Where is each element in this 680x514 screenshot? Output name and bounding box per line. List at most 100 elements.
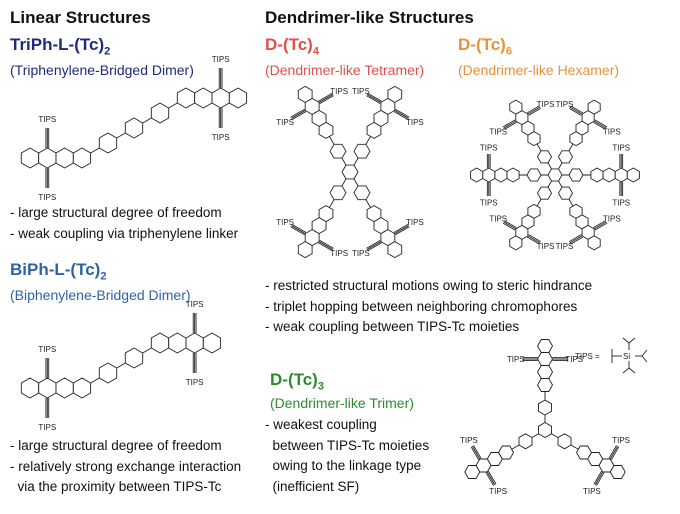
dendrimer-heading: Dendrimer-like Structures xyxy=(265,8,474,27)
triple-bond xyxy=(485,472,494,486)
bullet: (inefficient SF) xyxy=(265,478,360,494)
d3-bullets: - weakest coupling between TIPS-Tc moiet… xyxy=(265,415,429,497)
bond xyxy=(641,349,648,357)
benzene-ring xyxy=(185,332,204,354)
benzene-ring xyxy=(509,235,523,251)
triple-bond xyxy=(528,234,541,243)
benzene-ring xyxy=(536,365,554,379)
triph-name: TriPh-L-(Tc)2 xyxy=(10,35,110,57)
triple-bond xyxy=(473,445,482,459)
benzene-ring xyxy=(614,167,628,183)
tips-label: TIPS xyxy=(460,436,478,445)
triple-bond xyxy=(291,225,306,234)
triple-bond xyxy=(593,221,607,230)
benzene-ring xyxy=(98,362,118,384)
triple-bond xyxy=(394,110,409,119)
triple-bond xyxy=(291,223,307,233)
triple-bond xyxy=(394,225,409,234)
benzene-ring xyxy=(557,150,574,164)
benzene-ring xyxy=(387,85,403,103)
benzene-ring xyxy=(329,185,347,201)
tips-label: TIPS xyxy=(556,100,574,109)
bullet: - weak coupling between TIPS-Tc moieties xyxy=(265,319,520,334)
triple-bond xyxy=(318,94,334,103)
tips-label: TIPS xyxy=(212,133,230,142)
triple-bond xyxy=(290,108,305,118)
bond xyxy=(628,367,636,374)
benzene-ring xyxy=(464,465,481,479)
benzene-ring xyxy=(602,167,616,183)
benzene-ring xyxy=(194,87,213,109)
bullet: - relatively strong exchange interaction xyxy=(10,458,242,474)
triple-bond xyxy=(319,95,334,105)
triple-bond xyxy=(608,445,617,459)
bond xyxy=(622,367,630,374)
tips-label: TIPS xyxy=(583,487,601,496)
benzene-ring xyxy=(494,167,508,183)
tips-label: TIPS xyxy=(186,300,204,309)
tips-label: TIPS xyxy=(38,193,56,202)
triple-bond xyxy=(502,119,516,128)
triph-name-text: TriPh-L-(Tc) xyxy=(10,35,105,54)
tips-label: TIPS xyxy=(565,355,583,364)
bullet: via the proximity between TIPS-Tc xyxy=(10,479,222,494)
benzene-ring xyxy=(568,168,584,182)
tips-label: TIPS xyxy=(38,345,56,354)
tips-label: TIPS xyxy=(352,87,370,96)
triph-subscript: 2 xyxy=(104,45,111,58)
benzene-ring xyxy=(20,377,40,399)
benzene-ring xyxy=(124,347,144,369)
triple-bond xyxy=(593,121,606,130)
benzene-ring xyxy=(72,147,92,169)
triple-bond xyxy=(569,106,583,115)
triple-bond xyxy=(366,241,382,250)
benzene-ring xyxy=(38,377,57,399)
benzene-ring xyxy=(547,168,563,182)
benzene-ring xyxy=(557,433,572,450)
benzene-ring xyxy=(150,102,170,124)
benzene-ring xyxy=(536,352,554,366)
triple-bond xyxy=(488,471,497,485)
benzene-ring xyxy=(387,241,403,259)
triple-bond xyxy=(318,241,334,250)
triple-bond xyxy=(593,120,607,129)
tips-label: TIPS xyxy=(330,249,348,258)
triph-bullets: - large structural degree of freedom- we… xyxy=(10,203,238,244)
triple-bond xyxy=(569,107,582,116)
tips-label: TIPS xyxy=(537,100,555,109)
triple-bond xyxy=(486,471,496,486)
bullet: - restricted structural motions owing to… xyxy=(265,278,593,293)
triple-bond xyxy=(593,220,606,229)
silicon-label: Si xyxy=(623,352,630,361)
tips-label: TIPS xyxy=(330,87,348,96)
tips-label: TIPS xyxy=(276,218,294,227)
bond xyxy=(641,355,648,363)
d6-name: D-(Tc)6 xyxy=(458,35,512,57)
d6-desc: (Dendrimer-like Hexamer) xyxy=(458,62,620,78)
triple-bond xyxy=(594,119,608,128)
triple-bond xyxy=(319,239,334,249)
bullet: - large structural degree of freedom xyxy=(10,438,222,453)
benzene-ring xyxy=(228,87,248,109)
benzene-ring xyxy=(536,378,554,392)
benzene-ring xyxy=(587,99,601,115)
triple-bond xyxy=(594,222,608,231)
triple-bond xyxy=(609,445,619,460)
tips-label: TIPS xyxy=(489,215,507,224)
triple-bond xyxy=(504,220,517,229)
triple-bond xyxy=(527,236,540,245)
benzene-ring xyxy=(557,186,574,200)
tips-label: TIPS xyxy=(212,55,230,64)
benzene-ring xyxy=(72,377,92,399)
triple-bond xyxy=(395,108,410,118)
benzene-ring xyxy=(626,167,640,183)
tips-label: TIPS xyxy=(537,242,555,251)
triple-bond xyxy=(502,222,516,231)
triple-bond xyxy=(527,106,541,115)
tips-label: TIPS xyxy=(38,115,56,124)
benzene-ring xyxy=(590,167,604,183)
biph-name: BiPh-L-(Tc)2 xyxy=(10,260,106,282)
d3-name-text: D-(Tc) xyxy=(270,370,318,389)
benzene-ring xyxy=(297,241,313,259)
triple-bond xyxy=(470,446,479,460)
